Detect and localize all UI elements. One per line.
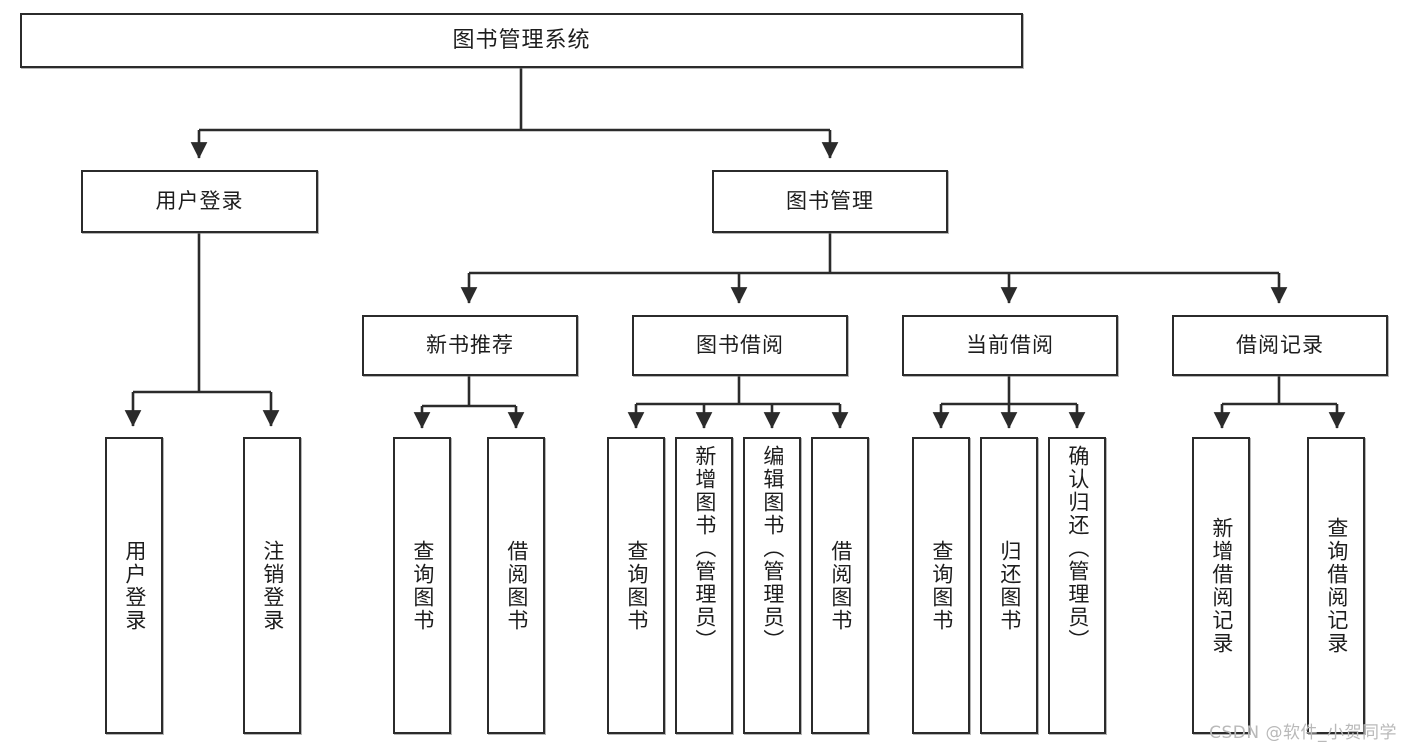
node-label: 当前借阅 <box>966 333 1054 358</box>
node-label: 查询图书 <box>929 539 954 632</box>
node-label: 查询图书 <box>624 539 649 632</box>
node-label: 图书管理系统 <box>452 27 591 53</box>
node-borrowing-records[interactable]: 借阅记录 <box>1172 315 1388 376</box>
node-label: 确认归还（管理员） <box>1065 445 1090 652</box>
node-label: 查询借阅记录 <box>1324 516 1349 655</box>
node-label: 查询图书 <box>410 539 435 632</box>
leaf-query-book-current[interactable]: 查询图书 <box>912 437 970 734</box>
csdn-watermark: CSDN @软件_小贺同学 <box>1209 723 1397 743</box>
node-label: 新增借阅记录 <box>1209 516 1234 655</box>
node-book-management[interactable]: 图书管理 <box>712 170 948 233</box>
node-label: 借阅记录 <box>1236 333 1324 358</box>
node-label: 借阅图书 <box>504 539 529 632</box>
leaf-return-book[interactable]: 归还图书 <box>980 437 1038 734</box>
leaf-edit-book-admin[interactable]: 编辑图书（管理员） <box>743 437 801 734</box>
node-label: 注销登录 <box>260 539 285 632</box>
node-label: 新书推荐 <box>426 333 514 358</box>
leaf-borrow-book-borrowing[interactable]: 借阅图书 <box>811 437 869 734</box>
node-user-login[interactable]: 用户登录 <box>81 170 318 233</box>
leaf-query-borrowing-record[interactable]: 查询借阅记录 <box>1307 437 1365 734</box>
node-new-book-recommendation[interactable]: 新书推荐 <box>362 315 578 376</box>
node-label: 编辑图书（管理员） <box>760 445 785 652</box>
leaf-logout-login[interactable]: 注销登录 <box>243 437 301 734</box>
leaf-user-login[interactable]: 用户登录 <box>105 437 163 734</box>
leaf-query-book-borrowing[interactable]: 查询图书 <box>607 437 665 734</box>
leaf-borrow-book-recommendation[interactable]: 借阅图书 <box>487 437 545 734</box>
leaf-add-borrowing-record[interactable]: 新增借阅记录 <box>1192 437 1250 734</box>
node-label: 图书管理 <box>786 189 874 214</box>
node-book-borrowing[interactable]: 图书借阅 <box>632 315 848 376</box>
leaf-add-book-admin[interactable]: 新增图书（管理员） <box>675 437 733 734</box>
node-label: 用户登录 <box>122 539 147 632</box>
node-label: 新增图书（管理员） <box>692 445 717 652</box>
node-root-book-management-system[interactable]: 图书管理系统 <box>20 13 1023 68</box>
node-current-borrowing[interactable]: 当前借阅 <box>902 315 1118 376</box>
leaf-query-book-recommendation[interactable]: 查询图书 <box>393 437 451 734</box>
node-label: 借阅图书 <box>828 539 853 632</box>
node-label: 归还图书 <box>997 539 1022 632</box>
node-label: 用户登录 <box>155 189 244 214</box>
node-label: 图书借阅 <box>696 333 784 358</box>
leaf-confirm-return-admin[interactable]: 确认归还（管理员） <box>1048 437 1106 734</box>
